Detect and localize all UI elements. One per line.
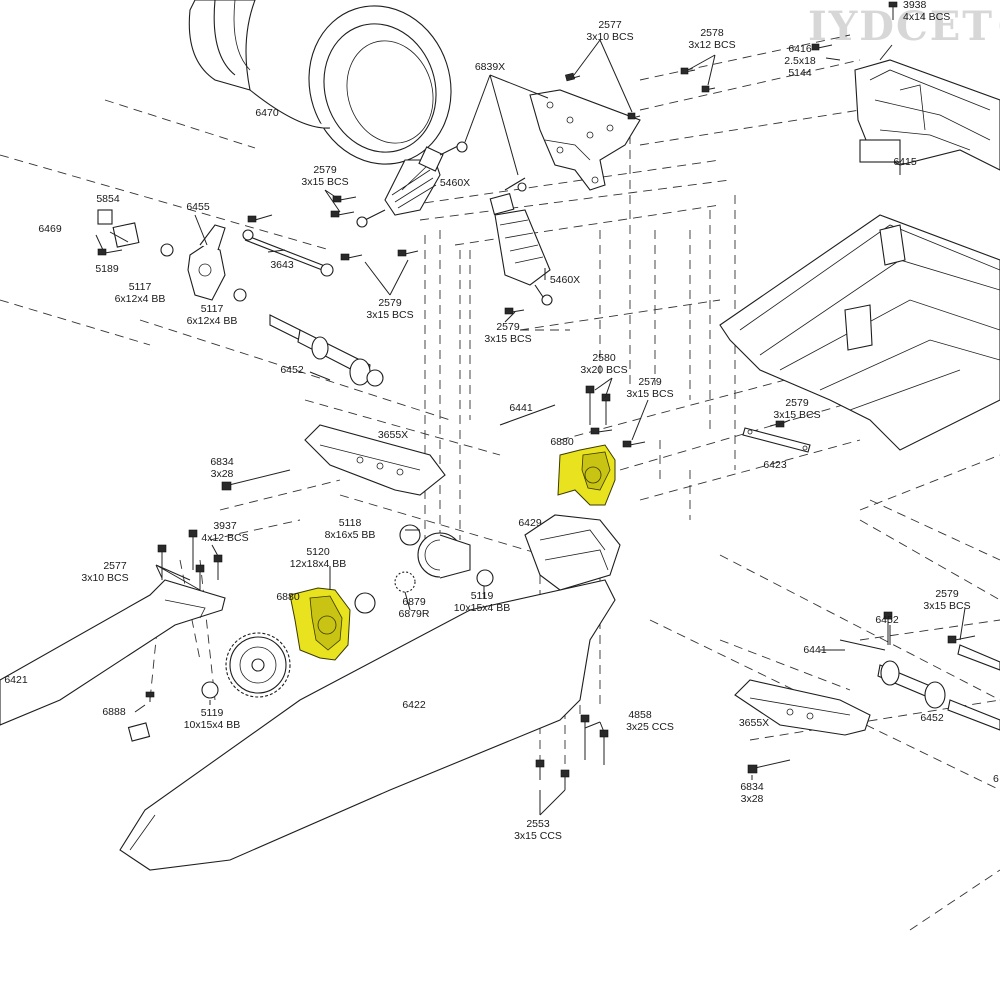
chassis-plate-6422 [119,579,616,871]
guide-lines [0,34,1000,931]
label-5189: 5189 [95,263,119,275]
label-5460x-b: 5460X [550,274,580,286]
shock-absorber-lower [489,177,553,306]
watermark-logo: IYDCET® [808,3,1000,50]
leader-lines [95,39,966,816]
rear-wing-body [719,214,1000,451]
suspension-arm-left [304,424,446,496]
label-6888: 6888 [102,706,126,718]
label-6429: 6429 [518,517,542,529]
tires [188,0,452,165]
label-3643: 3643 [270,259,294,271]
label-3655x-a: 3655X [378,429,408,441]
label-6839x: 6839X [475,61,505,73]
idler-gear [201,571,416,699]
gearbox-half-highlight-upper [557,444,616,506]
label-5460x-a: 5460X [440,177,470,189]
label-3655x-b: 3655X [739,717,769,729]
label-6455: 6455 [186,201,210,213]
differential [399,524,494,587]
label-6880-b: 6880 [276,591,300,603]
rear-bumper-body [854,59,1000,171]
hinge-pins [499,404,886,651]
shock-tower [529,89,641,191]
label-6452-a: 6452 [280,364,304,376]
suspension-arm-right [734,679,871,736]
label-6880-a: 6880 [550,436,574,448]
label-6422: 6422 [402,699,426,711]
toe-link [742,427,811,453]
label-6421: 6421 [4,674,28,686]
label-6415: 6415 [893,156,917,168]
gearbox-half-highlight-lower [289,587,351,661]
label-6441-b: 6441 [803,644,827,656]
rear-hub-carrier [97,209,247,302]
chassis-brace-6421 [0,579,226,726]
label-6441-a: 6441 [509,402,533,414]
label-6469: 6469 [38,223,62,235]
camber-link [242,229,334,277]
driveshaft-right [877,644,1000,731]
motor-mount [524,514,621,591]
spur-gear [225,632,291,698]
label-6423: 6423 [763,459,787,471]
driveshaft-upper [269,314,384,387]
label-edge-6: 6 [993,773,999,785]
label-6470: 6470 [255,107,279,119]
label-6452-b: 6452 [875,614,899,626]
motor-pinion [127,722,151,742]
shock-absorber-upper [356,141,468,228]
label-6452-c: 6452 [920,712,944,724]
label-5854: 5854 [96,193,120,205]
